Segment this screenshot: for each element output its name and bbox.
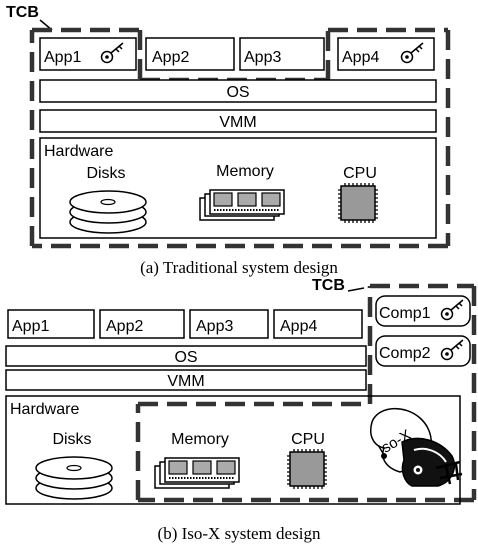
tcb-label-b: TCB xyxy=(312,277,345,294)
cpu-chip-icon xyxy=(286,448,328,490)
figure-a: TCB App1 App2 App3 App4 OS VMM Hardware … xyxy=(6,4,451,249)
comp-label: Comp1 xyxy=(379,305,431,322)
app-box-b-1: App1 xyxy=(7,309,95,339)
app-box-b-3: App3 xyxy=(189,309,269,339)
football-helmet-icon xyxy=(401,437,456,487)
app-box-b-4: App4 xyxy=(273,309,363,339)
vmm-label-a: VMM xyxy=(219,114,256,131)
vmm-label-b: VMM xyxy=(167,373,204,390)
tcb-label-a: TCB xyxy=(6,4,39,21)
app-label: App4 xyxy=(342,49,379,66)
app-box-a-1: App1 xyxy=(39,37,137,71)
app-label: App2 xyxy=(106,318,143,335)
app-label: App3 xyxy=(244,49,281,66)
app-label: App2 xyxy=(152,49,189,66)
memory-label-a: Memory xyxy=(216,163,274,180)
cpu-chip-icon xyxy=(337,182,379,224)
cpu-label-a: CPU xyxy=(343,165,377,182)
memory-module-icon xyxy=(199,189,285,221)
app-label: App3 xyxy=(196,318,233,335)
tcb-boundary-b xyxy=(135,283,477,503)
os-layer-b xyxy=(5,345,367,367)
disks-label-a: Disks xyxy=(86,165,125,182)
cpu-label-b: CPU xyxy=(291,431,325,448)
disks-label-b: Disks xyxy=(52,431,91,448)
caption-a: (a) Traditional system design xyxy=(140,258,338,277)
iso-x-logo: Iso-X xyxy=(370,407,463,487)
memory-module-icon xyxy=(154,457,240,489)
app-box-b-2: App2 xyxy=(99,309,185,339)
app-label: App1 xyxy=(44,49,81,66)
vmm-layer-b xyxy=(5,369,367,391)
comp-box-2: Comp2 xyxy=(375,335,471,367)
comp-box-1: Comp1 xyxy=(375,295,471,327)
disk-stack-icon xyxy=(35,456,113,500)
tcb-pointer-b xyxy=(347,287,365,292)
app-box-a-2: App2 xyxy=(145,37,235,71)
memory-label-b: Memory xyxy=(171,431,229,448)
caption-b: (b) Iso-X system design xyxy=(157,524,321,543)
disk-stack-icon xyxy=(69,190,147,234)
comp-label: Comp2 xyxy=(379,345,431,362)
app-label: App1 xyxy=(12,318,49,335)
os-label-a: OS xyxy=(226,84,249,101)
os-label-b: OS xyxy=(174,349,197,366)
app-label: App4 xyxy=(280,318,317,335)
vmm-layer-a xyxy=(39,109,437,133)
figure-b: TCB App1 App2 App3 App4 Comp1 Comp2 xyxy=(5,277,477,505)
hardware-layer-b xyxy=(5,395,461,505)
app-box-a-4: App4 xyxy=(337,37,435,71)
os-layer-a xyxy=(39,79,437,103)
hardware-label-a: Hardware xyxy=(44,143,113,160)
hardware-label-b: Hardware xyxy=(10,401,79,418)
app-box-a-3: App3 xyxy=(239,37,325,71)
